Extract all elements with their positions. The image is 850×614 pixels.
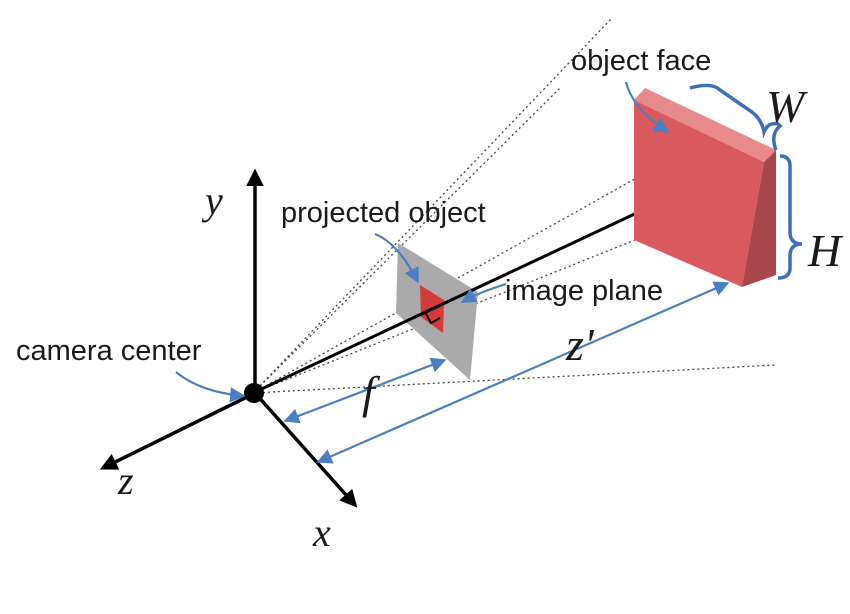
width-brace bbox=[689, 83, 783, 151]
focal-symbol: f bbox=[362, 367, 381, 418]
object-box bbox=[634, 88, 776, 287]
annotations bbox=[175, 81, 803, 464]
object-face-pointer bbox=[624, 81, 670, 133]
z-axis bbox=[99, 391, 256, 470]
x-axis bbox=[253, 391, 358, 508]
camera-center-label: camera center bbox=[16, 335, 202, 367]
camera-center-pointer bbox=[175, 371, 246, 403]
frustum-ray-top bbox=[252, 17, 613, 394]
projected-object-label: projected object bbox=[281, 197, 486, 229]
width-symbol: W bbox=[766, 81, 808, 132]
object-side-face bbox=[742, 150, 776, 287]
object-top-face bbox=[634, 88, 776, 162]
distance-arrow bbox=[316, 281, 730, 464]
frustum-ray-bottom bbox=[252, 364, 776, 394]
object-face-label: object face bbox=[571, 45, 711, 77]
projected-object-pointer bbox=[374, 232, 419, 284]
coordinate-axes bbox=[99, 168, 358, 508]
distance-symbol: z' bbox=[565, 319, 595, 370]
frustum-ray-upper bbox=[252, 87, 561, 394]
x-axis-label: x bbox=[312, 510, 331, 555]
image-plane-label: image plane bbox=[505, 275, 663, 307]
object-front-face bbox=[634, 100, 764, 287]
height-brace bbox=[777, 154, 803, 280]
camera-center-point bbox=[244, 383, 264, 403]
height-symbol: H bbox=[807, 225, 844, 276]
z-axis-label: z bbox=[117, 458, 134, 503]
y-axis-label: y bbox=[201, 178, 223, 223]
